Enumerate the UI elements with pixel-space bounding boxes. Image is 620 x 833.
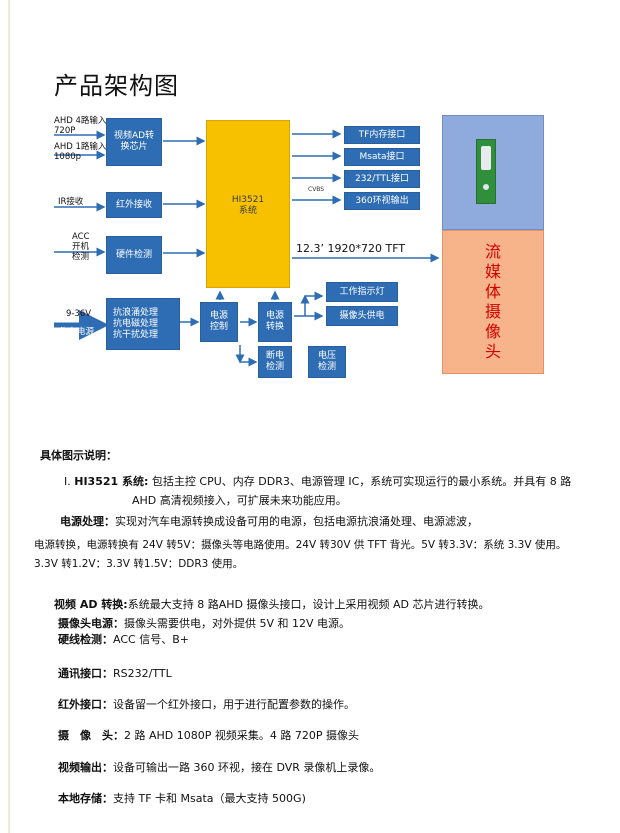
desc-power-line3: 3.3V 转1.2V：3.3V 转1.5V：DDR3 使用。 (34, 558, 244, 570)
desc-video-ad-text: 系统最大支持 8 路AHD 摄像头接口，设计上采用视频 AD 芯片进行转换。 (127, 598, 490, 611)
desc-item1-number: I. (64, 475, 71, 488)
desc-storage-name: 本地存储： (58, 792, 113, 805)
input-label-car-power: 汽车电源 (60, 327, 95, 337)
hi3521-system-box: HI3521 系统 (206, 120, 290, 288)
desc-power-line1: 实现对汽车电源转换成设备可用的电源，包括电源抗浪涌处理、电源滤波， (115, 515, 478, 528)
desc-hardwire: 硬线检测：ACC 信号、B+ (58, 632, 189, 648)
power-conversion-box: 电源 转换 (258, 302, 292, 342)
input-label-acc-line1: ACC (72, 232, 90, 242)
desc-camera-name: 摄 像 头： (58, 729, 124, 742)
device-led (483, 184, 489, 190)
desc-comm: 通讯接口：RS232/TTL (58, 666, 172, 682)
page-title: 产品架构图 (54, 72, 179, 100)
desc-camera-power: 摄像头电源：摄像头需要供电，对外提供 5V 和 12V 电源。 (58, 616, 350, 632)
voltage-detect-box: 电压 检测 (308, 346, 346, 378)
device-module-image (476, 139, 496, 204)
desc-item1: I. HI3521 系统: 包括主控 CPU、内存 DDR3、电源管理 IC，系… (64, 474, 571, 490)
ir-receiver-box: 红外接收 (106, 192, 162, 218)
desc-hardwire-name: 硬线检测： (58, 633, 113, 646)
tf-interface-box: TF内存接口 (344, 126, 420, 144)
desc-power: 电源处理：实现对汽车电源转换成设备可用的电源，包括电源抗浪涌处理、电源滤波， (60, 514, 478, 530)
input-label-acc-line3: 检测 (72, 252, 90, 262)
desc-camera-power-name: 摄像头电源： (58, 617, 124, 630)
desc-heading: 具体图示说明： (40, 449, 117, 462)
surround-output-box: 360环视输出 (344, 192, 420, 210)
desc-video-out: 视频输出：设备可输出一路 360 环视，接在 DVR 录像机上录像。 (58, 760, 380, 776)
input-label-acc-line2: 开机 (72, 242, 90, 252)
uart-interface-box: 232/TTL接口 (344, 170, 420, 188)
desc-comm-text: RS232/TTL (113, 667, 172, 680)
desc-item1-line1: 包括主控 CPU、内存 DDR3、电源管理 IC，系统可实现运行的最小系统。并具… (151, 475, 572, 488)
desc-power-name: 电源处理： (60, 515, 115, 528)
input-label-acc: ACC 开机 检测 (72, 232, 90, 262)
desc-comm-name: 通讯接口： (58, 667, 113, 680)
desc-hardwire-text: ACC 信号、B+ (113, 633, 189, 646)
desc-video-ad: 视频 AD 转换:系统最大支持 8 路AHD 摄像头接口，设计上采用视频 AD … (54, 597, 489, 613)
desc-ir: 红外接口：设备留一个红外接口，用于进行配置参数的操作。 (58, 697, 355, 713)
input-label-ahd1-line1: AHD 1路输入 (54, 142, 107, 152)
power-off-detect-box: 断电 检测 (258, 346, 292, 378)
cvbs-label: CVBS (308, 186, 325, 193)
device-connector (481, 146, 491, 170)
desc-ir-text: 设备留一个红外接口，用于进行配置参数的操作。 (113, 698, 355, 711)
desc-camera: 摄 像 头：2 路 AHD 1080P 视频采集。4 路 720P 摄像头 (58, 728, 359, 744)
page-margin-rule (8, 0, 10, 833)
desc-ir-name: 红外接口： (58, 698, 113, 711)
desc-power-line2: 电源转换，电源转换有 24V 转5V：摄像头等电路使用。24V 转30V 供 T… (34, 539, 567, 551)
input-label-ahd4-line2: 720P (54, 126, 76, 136)
desc-storage: 本地存储：支持 TF 卡和 Msata（最大支持 500G) (58, 791, 306, 807)
desc-item1-line2: AHD 高清视频接入，可扩展未来功能应用。 (132, 494, 347, 507)
input-label-ahd1-line2: 1080p (54, 152, 82, 162)
msata-interface-box: Msata接口 (344, 148, 420, 166)
desc-camera-text: 2 路 AHD 1080P 视频采集。4 路 720P 摄像头 (124, 729, 359, 742)
desc-camera-power-text: 摄像头需要供电，对外提供 5V 和 12V 电源。 (124, 617, 351, 630)
video-ad-box: 视频AD转 换芯片 (106, 118, 162, 166)
desc-video-ad-name: 视频 AD 转换: (54, 598, 128, 611)
desc-storage-text: 支持 TF 卡和 Msata（最大支持 500G) (113, 792, 306, 805)
desc-video-out-name: 视频输出： (58, 761, 113, 774)
desc-video-out-text: 设备可输出一路 360 环视，接在 DVR 录像机上录像。 (113, 761, 381, 774)
work-indicator-box: 工作指示灯 (326, 282, 398, 302)
power-control-box: 电源 控制 (200, 302, 238, 342)
tft-label: 12.3’ 1920*720 TFT (296, 242, 406, 255)
hardware-detect-box: 硬件检测 (106, 236, 162, 274)
camera-power-box: 摄像头供电 (326, 306, 398, 326)
input-label-power: 9-36V (66, 309, 92, 319)
input-label-ir: IR接收 (58, 197, 84, 207)
surge-protection-box: 抗浪涌处理 抗电磁处理 抗干扰处理 (106, 298, 180, 350)
input-label-ahd4-line1: AHD 4路输入 (54, 116, 107, 126)
input-label-ahd4: AHD 4路输入 720P (54, 116, 106, 136)
stream-media-camera-panel: 流 媒 体 摄 像 头 (442, 230, 544, 374)
desc-item1-name: HI3521 系统: (74, 475, 149, 488)
input-label-ahd1: AHD 1路输入 1080p (54, 142, 106, 162)
